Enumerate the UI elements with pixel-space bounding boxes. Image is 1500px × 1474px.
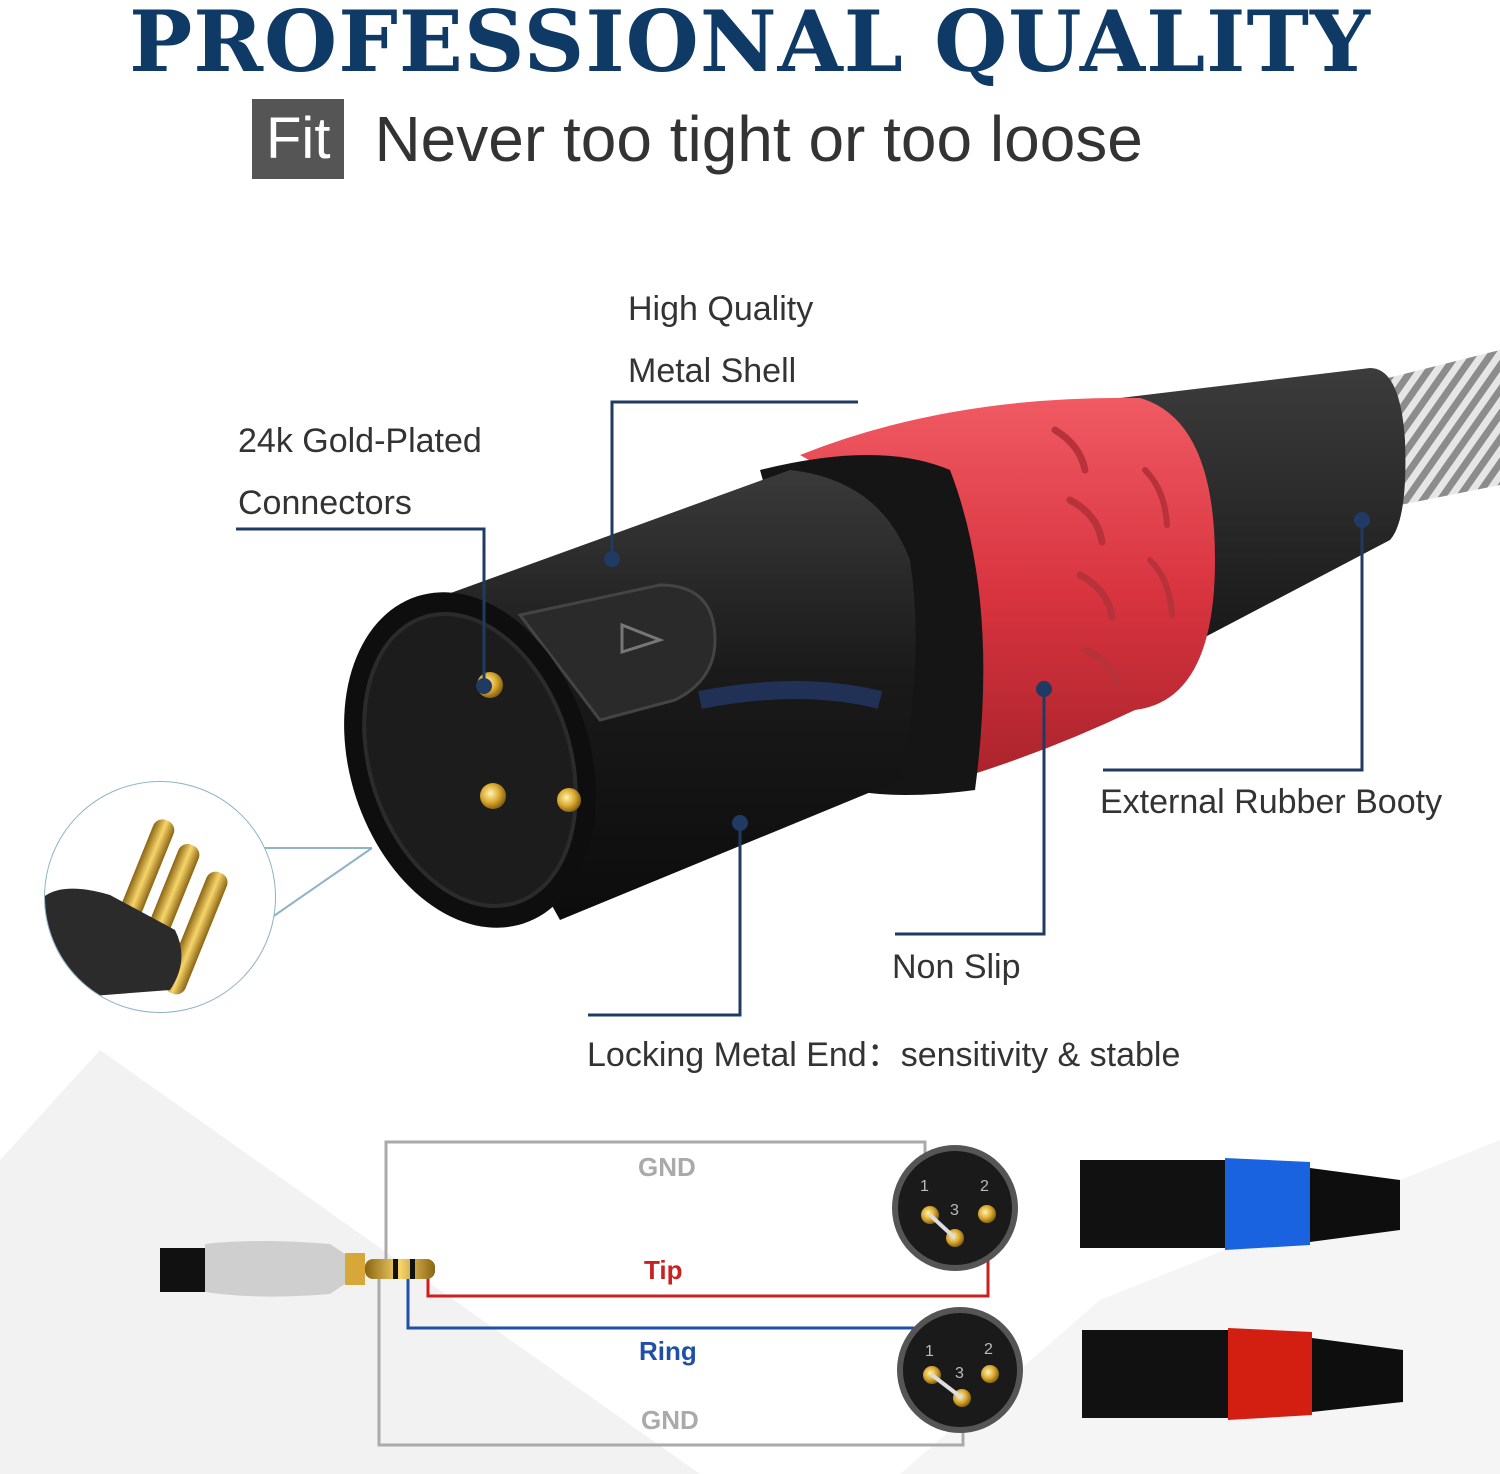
- trs-plug-grip: [205, 1241, 345, 1297]
- label-rubber-booty: External Rubber Booty: [1100, 783, 1443, 821]
- pin-number: 3: [955, 1365, 964, 1382]
- label-gnd-top: GND: [638, 1152, 696, 1182]
- pin-number: 3: [950, 1202, 959, 1219]
- label-non-slip: Non Slip: [892, 948, 1021, 986]
- label-gold-line1: 24k Gold-Plated: [238, 422, 482, 460]
- xlr-connector-red: [1082, 1328, 1403, 1420]
- latch-arrow-icon: [620, 622, 665, 655]
- pin-number: 2: [980, 1178, 989, 1195]
- trs-plug-body: [160, 1248, 208, 1292]
- fit-row: Fit Never too tight or too loose: [252, 99, 1143, 179]
- label-shell-line1: High Quality: [628, 290, 814, 328]
- label-locking-end: Locking Metal End：sensitivity & stable: [587, 1036, 1181, 1074]
- xlr-connector-blue: [1080, 1158, 1400, 1250]
- label-tip: Tip: [644, 1255, 683, 1285]
- locking-latch[interactable]: [517, 583, 717, 722]
- fit-subtitle: Never too tight or too loose: [374, 103, 1143, 175]
- label-gnd-bottom: GND: [641, 1405, 699, 1435]
- leader-lines: [236, 400, 1364, 1017]
- trs-plug-neck: [345, 1253, 365, 1285]
- gold-pin: [557, 788, 581, 812]
- fit-badge: Fit: [252, 99, 345, 179]
- braided-cable: [1380, 350, 1500, 505]
- page-title: PROFESSIONAL QUALITY: [129, 0, 1371, 91]
- label-gold-line2: Connectors: [238, 484, 412, 522]
- pin-number: 1: [925, 1343, 934, 1360]
- gold-pin: [480, 783, 506, 809]
- leader-dots: [476, 512, 1370, 831]
- trs-plug-tip: [365, 1259, 435, 1279]
- label-ring: Ring: [639, 1336, 697, 1366]
- xlr-face-bottom: [897, 1307, 1023, 1433]
- pin-number: 2: [984, 1341, 993, 1358]
- xlr-face-top: [892, 1145, 1018, 1271]
- label-shell-line2: Metal Shell: [628, 352, 797, 390]
- pin-zoom-callout: [44, 781, 373, 1013]
- wiring-diagram: [160, 1140, 1403, 1447]
- pin-number: 1: [920, 1178, 929, 1195]
